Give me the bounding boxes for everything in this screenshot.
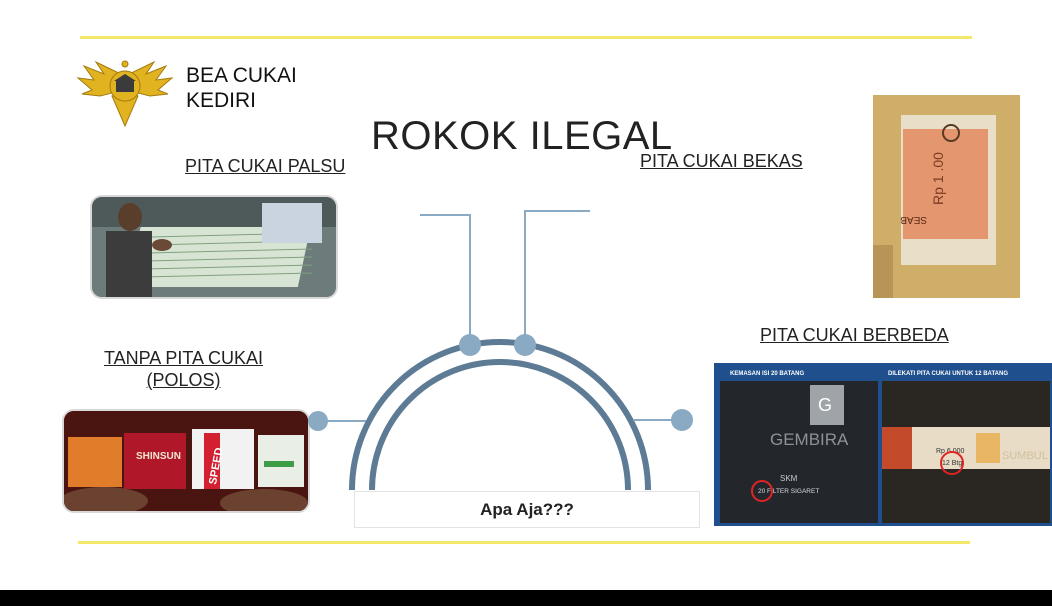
bottom-divider [78,541,970,544]
center-question-box: Apa Aja??? [354,491,700,528]
svg-text:Rp 1 .00: Rp 1 .00 [930,152,946,205]
node-right-top [514,334,536,356]
pack-brand-left-text: GEMBIRA [770,430,849,449]
pack-skm-text: SKM [780,474,798,483]
node-left-side [308,411,328,431]
photo-tanpa-pita-cukai: SHINSUN SPEED [62,409,310,513]
pack-count-text: 12 Btg [942,460,962,467]
photo-pita-cukai-palsu [90,195,338,299]
pack-letter-text: G [818,395,832,415]
outer-arch [349,339,651,491]
page-title: ROKOK ILEGAL [371,114,673,158]
bottom-black-bar [0,590,1052,606]
pack-filter-text: 20 FILTER SIGARET [758,488,819,495]
inner-arch [369,359,631,491]
top-divider [80,36,972,39]
center-diagram [300,200,700,500]
photo-pita-cukai-bekas: Rp 1 .00 SEAB [873,95,1020,298]
caption-left-text: KEMASAN ISI 20 BATANG [730,371,804,377]
label-pita-cukai-palsu: PITA CUKAI PALSU [185,156,346,176]
node-right-side [671,409,693,431]
org-name: BEA CUKAI KEDIRI [186,63,297,113]
center-question-text: Apa Aja??? [480,499,574,519]
photo-pita-cukai-berbeda: KEMASAN ISI 20 BATANG DILEKATI PITA CUKA… [714,363,1052,526]
label-pita-cukai-bekas: PITA CUKAI BEKAS [640,151,803,171]
pack-brand-right-text: SUMBUL [1002,450,1048,462]
org-name-line2: KEDIRI [186,89,257,112]
bea-cukai-logo [76,56,174,132]
label-tanpa-line1: TANPA PITA CUKAI [103,348,264,368]
label-tanpa-pita-cukai: TANPA PITA CUKAI (POLOS) [96,347,271,391]
node-left-top [459,334,481,356]
label-pita-cukai-berbeda: PITA CUKAI BERBEDA [760,325,949,345]
org-name-line1: BEA CUKAI [186,64,297,87]
label-tanpa-line2: (POLOS) [146,370,221,390]
caption-right-text: DILEKATI PITA CUKAI UNTUK 12 BATANG [888,371,1008,377]
tanpa-brand1-text: SHINSUN [136,451,181,462]
connector-left-top [420,214,471,345]
connector-right-top [524,210,590,345]
svg-text:SEAB: SEAB [900,214,927,225]
